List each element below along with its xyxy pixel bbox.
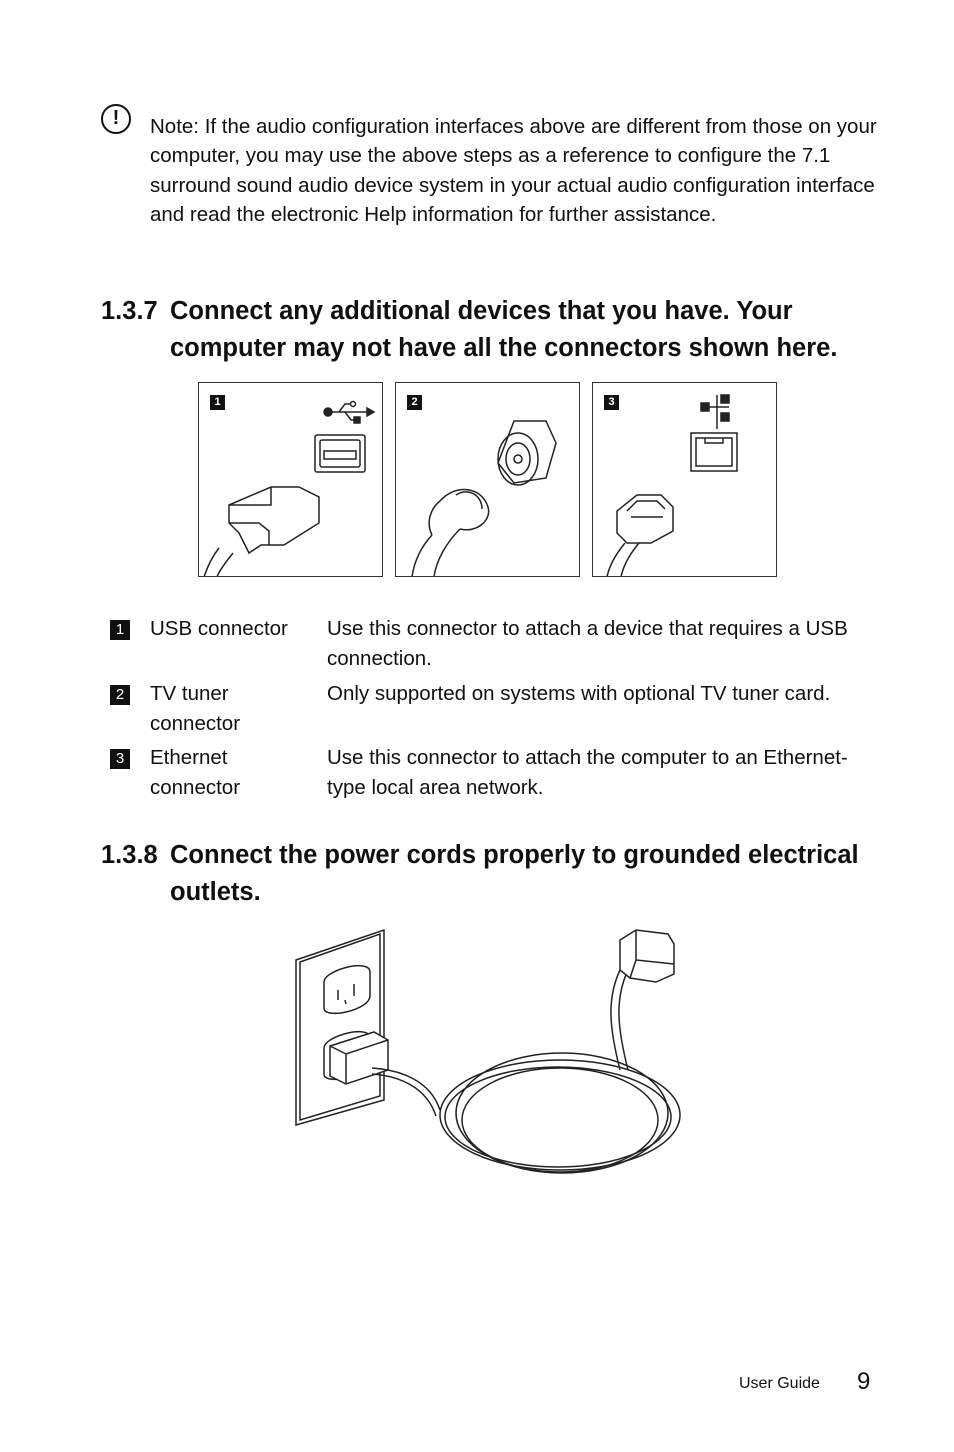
usb-icon xyxy=(323,400,376,424)
exclamation-icon: ! xyxy=(101,104,131,134)
usb-illustration xyxy=(203,400,376,576)
power-cord-illustration xyxy=(295,928,681,1174)
panel-badge: 3 xyxy=(604,395,619,410)
section-title: Connect the power cords properly to grou… xyxy=(170,841,859,906)
panel-badge: 2 xyxy=(407,395,422,410)
panel-badge: 1 xyxy=(210,395,225,410)
usb-connector-illustration: 1 xyxy=(198,382,383,577)
connector-description: Use this connector to attach a device th… xyxy=(327,617,848,670)
note-body: If the audio configuration interfaces ab… xyxy=(150,115,877,226)
tv-tuner-icon xyxy=(411,420,557,576)
connector-name: TV tuner connector xyxy=(150,682,241,735)
section-heading-1-3-8: 1.3.8 Connect the power cords properly t… xyxy=(101,837,901,911)
tv-tuner-illustration xyxy=(411,420,557,576)
note-text: Note: If the audio configuration interfa… xyxy=(150,112,890,229)
footer-label: User Guide xyxy=(739,1375,820,1392)
ethernet-connector-illustration: 3 xyxy=(592,382,777,577)
note-label: Note: xyxy=(150,115,199,138)
ethernet-icon xyxy=(700,394,730,429)
section-number: 1.3.8 xyxy=(101,841,158,869)
page-number: 9 xyxy=(857,1368,871,1395)
tv-tuner-connector-illustration: 2 xyxy=(395,382,580,577)
connector-description: Only supported on systems with optional … xyxy=(327,682,831,705)
legend-badge: 1 xyxy=(110,620,130,640)
section-heading-1-3-7: 1.3.7 Connect any additional devices tha… xyxy=(101,293,901,367)
connector-description: Use this connector to attach the compute… xyxy=(327,746,848,799)
legend-badge: 3 xyxy=(110,749,130,769)
section-number: 1.3.7 xyxy=(101,297,158,325)
legend-badge: 2 xyxy=(110,685,130,705)
ethernet-illustration xyxy=(606,394,738,576)
section-title: Connect any additional devices that you … xyxy=(170,297,838,362)
connector-name: USB connector xyxy=(150,617,288,640)
connector-name: Ethernet connector xyxy=(150,746,241,799)
